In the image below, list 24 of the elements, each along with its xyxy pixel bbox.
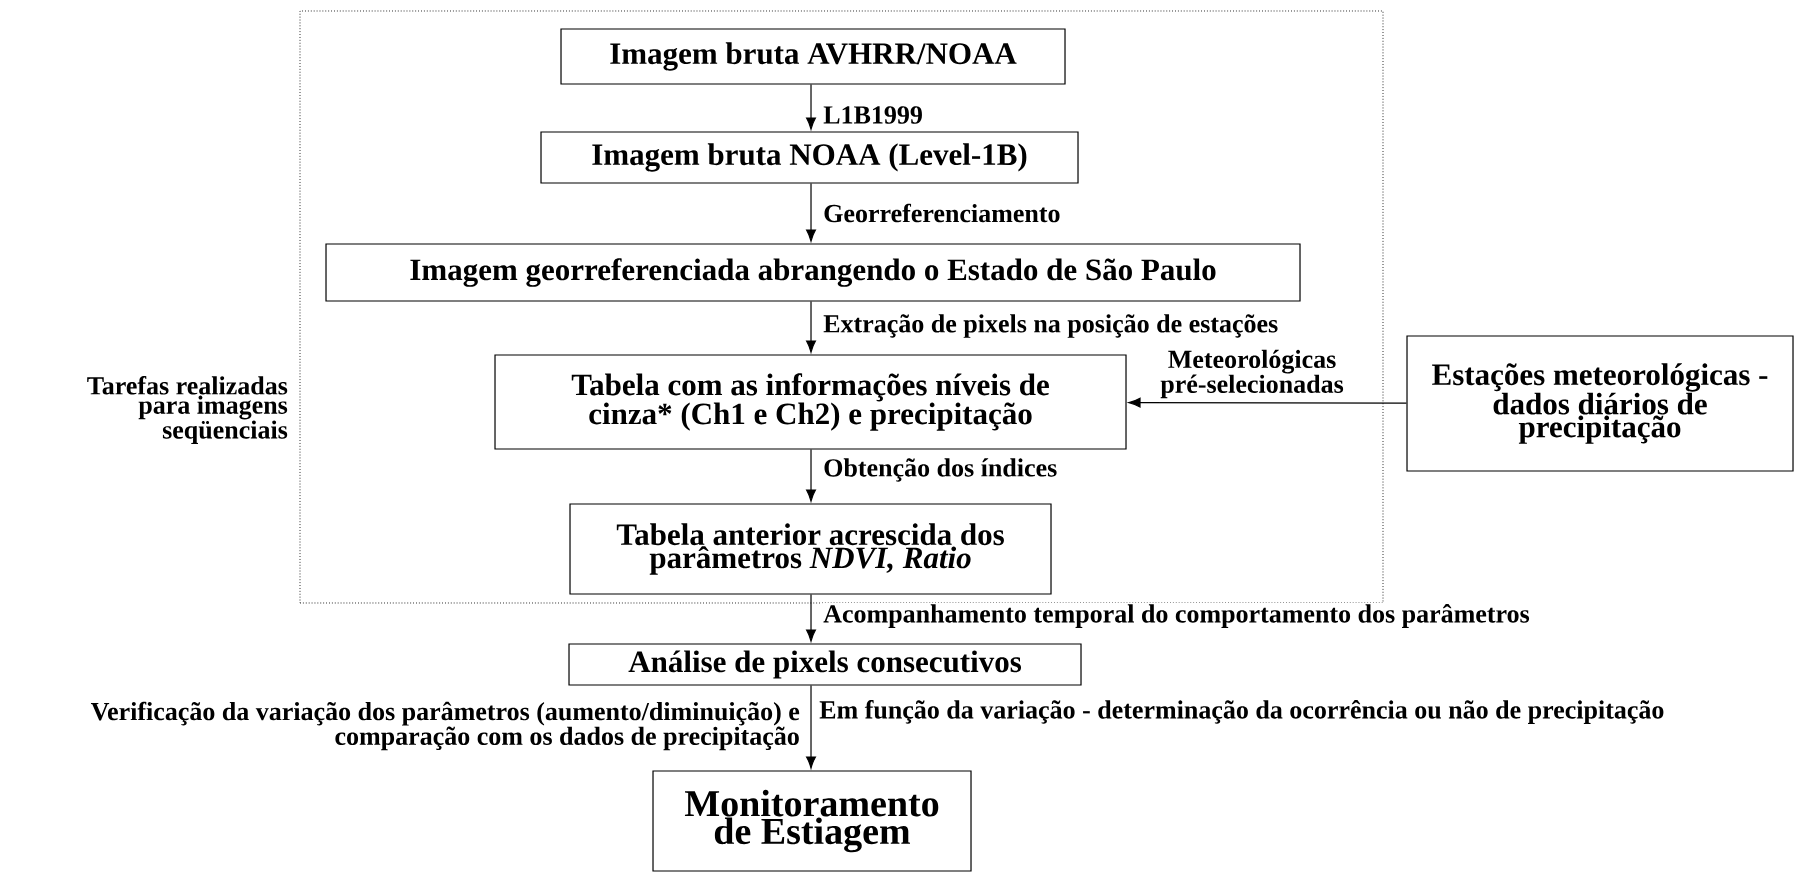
arrow (806, 449, 817, 502)
arrow (806, 84, 817, 130)
result-box: Monitoramento de Estiagem (652, 770, 972, 872)
process-box: Imagem bruta AVHRR/NOAA (560, 28, 1066, 85)
process-box: Tabela com as informações níveis de cinza* (Ch1 e Ch2) e precipitação (494, 354, 1127, 450)
arrow (806, 301, 817, 353)
process-box: Imagem bruta NOAA (Level-1B) (540, 131, 1079, 184)
edge-label: Extração de pixels na posição de estações (822, 313, 1280, 339)
frame-label: Tarefas realizadas para imagens seqüenciais (87, 376, 288, 444)
arrow (806, 594, 817, 642)
edge-label: Georreferenciamento (822, 202, 1062, 224)
arrow (1128, 397, 1407, 408)
process-box: Análise de pixels consecutivos (568, 643, 1082, 686)
process-box: Tabela anterior acrescida dos parâmetros NDVI, Ratio (569, 503, 1052, 595)
arrow (806, 685, 817, 769)
arrow (806, 183, 817, 242)
input-box: Estações meteorológicas - dados diários de precipitação (1406, 335, 1794, 472)
edge-label: Meteorológicas pré-selecionadas (1151, 348, 1353, 400)
note-text: Verificação da variação dos parâmetros (aumento/diminuição) e comparação com os dados de precipitação (90, 701, 800, 751)
edge-label: L1B1999 (822, 105, 924, 125)
edge-label: Obtenção dos índices (822, 457, 1059, 483)
edge-label: Acompanhamento temporal do comportamento dos parâmetros (822, 603, 1531, 629)
edge-label: Em função da variação - determinação da ocorrência ou não de precipitação (818, 699, 1666, 725)
process-box: Imagem georreferenciada abrangendo o Estado de São Paulo (325, 243, 1301, 302)
